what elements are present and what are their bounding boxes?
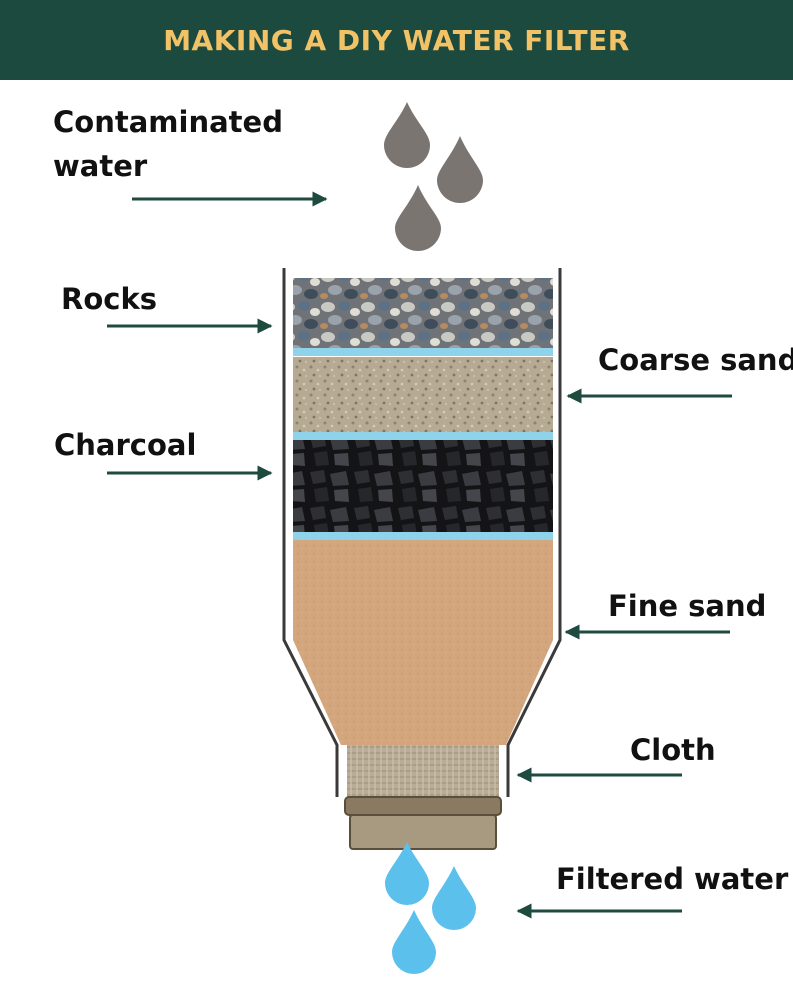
rocks-layer [293, 278, 553, 350]
filtered-drop-icon [385, 842, 429, 905]
filtered-drop-icon [392, 910, 436, 974]
fine-sand-layer [293, 540, 553, 745]
coarse-sand-layer [293, 357, 553, 432]
contaminated-water-drops [384, 102, 483, 251]
charcoal-layer [293, 440, 553, 532]
contaminated-drop-icon [395, 185, 441, 251]
cloth-layer [347, 745, 499, 797]
bottle-cap [344, 796, 502, 816]
fine-sand-label: Fine sand [608, 589, 767, 623]
filtered-water-label: Filtered water [556, 862, 789, 896]
cloth-label: Cloth [630, 733, 716, 767]
charcoal-label: Charcoal [54, 428, 197, 462]
bottle-outline [506, 268, 562, 797]
rocks-label: Rocks [61, 282, 157, 316]
contaminated-water-label: Contaminated water [53, 105, 283, 183]
bottle-outline [282, 268, 339, 797]
water-band [293, 532, 553, 540]
bottle-cap [349, 814, 497, 850]
contaminated-drop-icon [437, 136, 483, 203]
filtered-water-drops [385, 842, 476, 974]
filtered-drop-icon [432, 866, 476, 930]
filter-bottle [282, 268, 562, 850]
contaminated-drop-icon [384, 102, 430, 168]
water-band [293, 348, 553, 356]
coarse-sand-label: Coarse sand [598, 343, 793, 377]
water-band [293, 432, 553, 440]
title-banner: MAKING A DIY WATER FILTER [0, 0, 793, 80]
page-title: MAKING A DIY WATER FILTER [163, 23, 630, 57]
